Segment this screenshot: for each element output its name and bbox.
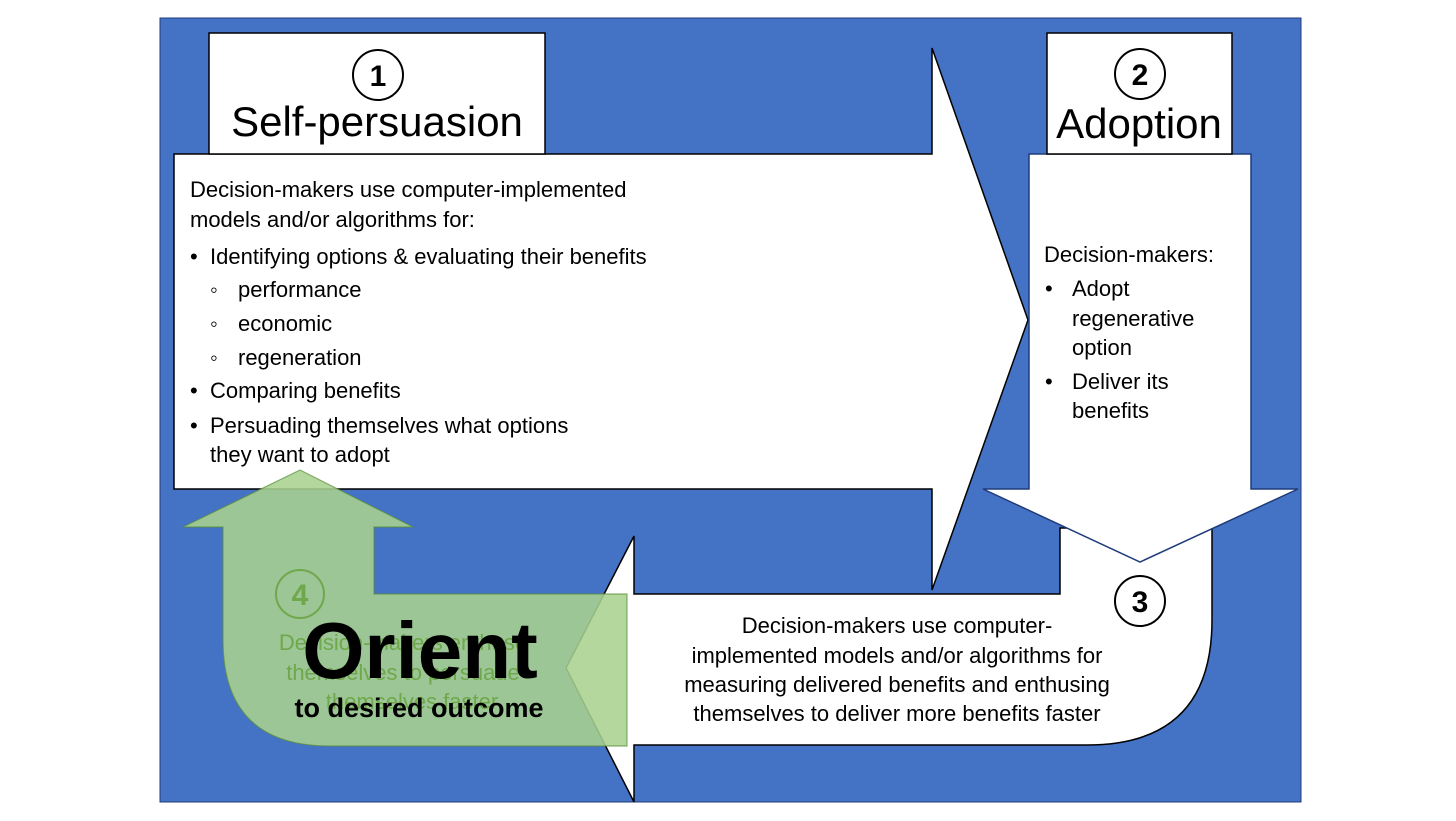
step1-sub-bullet: economic: [238, 311, 332, 336]
orient-title: Orient: [302, 606, 538, 695]
step2-number: 2: [1132, 59, 1149, 92]
sub-bullet-marker: ◦: [210, 345, 218, 370]
step1-number: 1: [370, 60, 387, 93]
step2-description: Decision-makers: • Adopt regenerative op…: [1044, 242, 1214, 423]
step2-bullet-line: regenerative: [1072, 306, 1194, 331]
step2-bullet-line: option: [1072, 335, 1132, 360]
step1-sub-bullet: performance: [238, 277, 362, 302]
step1-bullet-continued: they want to adopt: [210, 442, 390, 467]
bullet-marker: •: [190, 413, 198, 438]
step2-bullet-line: Deliver its: [1072, 369, 1169, 394]
bullet-marker: •: [1045, 369, 1053, 394]
bullet-marker: •: [190, 244, 198, 269]
step4-line: themselves faster: [326, 689, 498, 714]
step3-description: Decision-makers use computer- implemente…: [684, 613, 1110, 726]
step4-line: Decision-makers enthuse: [279, 630, 527, 655]
step4-line: themselves to persuade: [286, 660, 520, 685]
step1-bullet: Comparing benefits: [210, 378, 401, 403]
step1-intro-line: Decision-makers use computer-implemented: [190, 177, 627, 202]
step2-number-circle: [1114, 48, 1166, 100]
bullet-marker: •: [1045, 276, 1053, 301]
step1-sub-bullet: regeneration: [238, 345, 362, 370]
step1-intro-line: models and/or algorithms for:: [190, 207, 475, 232]
step4-number-circle: [275, 569, 325, 619]
step3-line: measuring delivered benefits and enthusi…: [684, 672, 1110, 697]
step2-bullet-line: benefits: [1072, 398, 1149, 423]
orient-subtitle: to desired outcome: [294, 693, 543, 723]
step4-up-arrow: [182, 469, 628, 747]
step1-description: Decision-makers use computer-implemented…: [190, 177, 647, 467]
step3-number-circle: [1114, 575, 1166, 627]
step1-title: Self-persuasion: [231, 98, 523, 145]
step2-title: Adoption: [1056, 100, 1222, 147]
step1-bullet: Identifying options & evaluating their b…: [210, 244, 647, 269]
step4-number: 4: [292, 579, 309, 612]
bullet-marker: •: [190, 378, 198, 403]
sub-bullet-marker: ◦: [210, 277, 218, 302]
step1-number-circle: [352, 49, 404, 101]
step2-bullet-line: Adopt: [1072, 276, 1130, 301]
step3-line: themselves to deliver more benefits fast…: [693, 701, 1100, 726]
step3-number: 3: [1132, 586, 1149, 619]
sub-bullet-marker: ◦: [210, 311, 218, 336]
step4-description: Decision-makers enthuse themselves to pe…: [279, 630, 527, 714]
step3-line: Decision-makers use computer-: [742, 613, 1053, 638]
step2-intro: Decision-makers:: [1044, 242, 1214, 267]
step2-down-arrow: [982, 153, 1299, 563]
step1-bullet: Persuading themselves what options: [210, 413, 568, 438]
step3-line: implemented models and/or algorithms for: [692, 643, 1103, 668]
